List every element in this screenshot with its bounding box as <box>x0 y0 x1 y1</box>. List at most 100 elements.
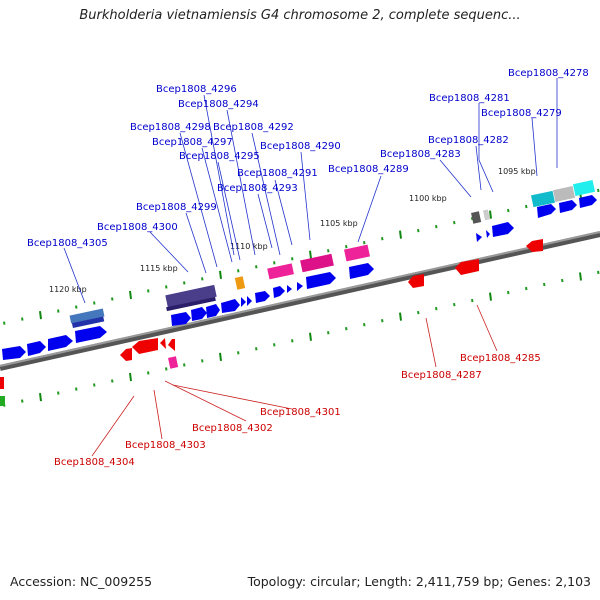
tick-mark <box>147 371 150 375</box>
forward-gene[interactable] <box>471 211 482 224</box>
gene-label[interactable]: Bcep1808_4290 <box>260 141 341 152</box>
forward-gene[interactable] <box>530 190 556 208</box>
forward-gene[interactable] <box>241 297 246 307</box>
gene-label[interactable]: Bcep1808_4295 <box>179 151 260 162</box>
forward-gene[interactable] <box>71 316 105 329</box>
forward-gene[interactable] <box>69 308 105 324</box>
forward-gene[interactable] <box>344 244 370 262</box>
tick-mark <box>327 331 330 335</box>
tick-mark <box>399 312 402 321</box>
forward-gene[interactable] <box>552 186 576 202</box>
reverse-gene[interactable] <box>168 339 175 351</box>
forward-gene[interactable] <box>486 230 490 238</box>
gene-label[interactable]: Bcep1808_4301 <box>260 407 341 418</box>
reverse-gene[interactable] <box>0 377 4 389</box>
forward-gene[interactable] <box>483 209 490 221</box>
forward-gene[interactable] <box>2 346 26 360</box>
tick-mark <box>381 319 384 323</box>
forward-gene[interactable] <box>165 284 217 308</box>
chromosome-backbone <box>0 231 600 371</box>
accession-value: NC_009255 <box>80 574 153 589</box>
gene-label[interactable]: Bcep1808_4285 <box>460 353 541 364</box>
tick-mark <box>93 301 96 305</box>
tick-mark <box>219 352 222 361</box>
tick-mark <box>561 278 564 283</box>
reverse-gene[interactable] <box>408 274 424 288</box>
gene-label[interactable]: Bcep1808_4293 <box>217 183 298 194</box>
gene-label[interactable]: Bcep1808_4282 <box>428 135 509 146</box>
tick-mark <box>39 310 42 320</box>
forward-gene[interactable] <box>267 263 294 280</box>
gene-label[interactable]: Bcep1808_4292 <box>213 122 294 133</box>
gene-label[interactable]: Bcep1808_4300 <box>97 222 178 233</box>
forward-gene[interactable] <box>579 195 597 208</box>
forward-gene[interactable] <box>75 326 107 343</box>
gene-label[interactable]: Bcep1808_4296 <box>156 84 237 95</box>
topology-label: Topology: <box>247 574 307 589</box>
gene-label[interactable]: Bcep1808_4298 <box>130 122 211 133</box>
forward-gene[interactable] <box>476 233 482 242</box>
gene-label[interactable]: Bcep1808_4294 <box>178 99 259 110</box>
reverse-genes[interactable] <box>0 239 543 406</box>
forward-gene[interactable] <box>206 304 220 318</box>
topology-value: circular <box>310 574 357 589</box>
gene-label[interactable]: Bcep1808_4279 <box>481 108 562 119</box>
gene-label[interactable]: Bcep1808_4291 <box>237 168 318 179</box>
forward-gene[interactable] <box>306 272 336 289</box>
forward-gene[interactable] <box>191 307 207 321</box>
tick-mark <box>273 261 276 265</box>
forward-gene[interactable] <box>221 299 240 313</box>
gene-label[interactable]: Bcep1808_4297 <box>152 137 233 148</box>
forward-genes[interactable] <box>2 180 597 360</box>
forward-gene[interactable] <box>572 180 596 196</box>
reverse-gene[interactable] <box>168 356 179 369</box>
forward-gene[interactable] <box>171 312 191 326</box>
tick-mark <box>75 387 78 391</box>
reverse-label-group: Bcep1808_4285 Bcep1808_4287 Bcep1808_430… <box>54 353 541 468</box>
tick-mark <box>597 270 600 275</box>
gene-label[interactable]: Bcep1808_4304 <box>54 457 135 468</box>
tick-mark <box>507 290 510 295</box>
tick-mark <box>3 321 6 325</box>
forward-gene[interactable] <box>300 253 334 273</box>
tick-mark <box>219 270 222 279</box>
forward-gene[interactable] <box>27 341 46 356</box>
tick-mark <box>507 208 510 213</box>
forward-gene[interactable] <box>247 296 252 306</box>
forward-gene[interactable] <box>166 296 216 312</box>
gene-label[interactable]: Bcep1808_4302 <box>192 423 273 434</box>
forward-gene[interactable] <box>255 291 270 303</box>
reverse-gene[interactable] <box>526 239 543 252</box>
forward-gene[interactable] <box>492 222 514 237</box>
gene-label[interactable]: Bcep1808_4289 <box>328 164 409 175</box>
forward-gene[interactable] <box>537 204 556 218</box>
tick-mark <box>399 230 402 239</box>
gene-label[interactable]: Bcep1808_4305 <box>27 238 108 249</box>
forward-leader-lines <box>63 78 558 304</box>
forward-gene[interactable] <box>234 276 246 290</box>
reverse-gene[interactable] <box>455 259 479 275</box>
reverse-gene[interactable] <box>120 348 132 361</box>
gene-label[interactable]: Bcep1808_4303 <box>125 440 206 451</box>
forward-gene[interactable] <box>297 282 303 291</box>
gene-label[interactable]: Bcep1808_4287 <box>401 370 482 381</box>
gene-label[interactable]: Bcep1808_4299 <box>136 202 217 213</box>
reverse-gene[interactable] <box>132 338 158 354</box>
tick-mark <box>255 347 258 351</box>
gene-label[interactable]: Bcep1808_4283 <box>380 149 461 160</box>
tick-mark <box>21 399 24 403</box>
tick-mark <box>75 305 78 309</box>
forward-gene[interactable] <box>287 285 292 293</box>
tick-mark <box>453 302 456 307</box>
tick-mark <box>435 306 438 311</box>
genes-label: Genes: <box>507 574 552 589</box>
forward-gene[interactable] <box>48 335 73 351</box>
forward-gene[interactable] <box>559 200 577 213</box>
gene-label[interactable]: Bcep1808_4278 <box>508 68 589 79</box>
forward-gene[interactable] <box>273 286 285 298</box>
forward-gene[interactable] <box>349 263 374 279</box>
gene-label[interactable]: Bcep1808_4281 <box>429 93 510 104</box>
reverse-gene[interactable] <box>0 396 5 406</box>
reverse-gene[interactable] <box>160 338 166 349</box>
